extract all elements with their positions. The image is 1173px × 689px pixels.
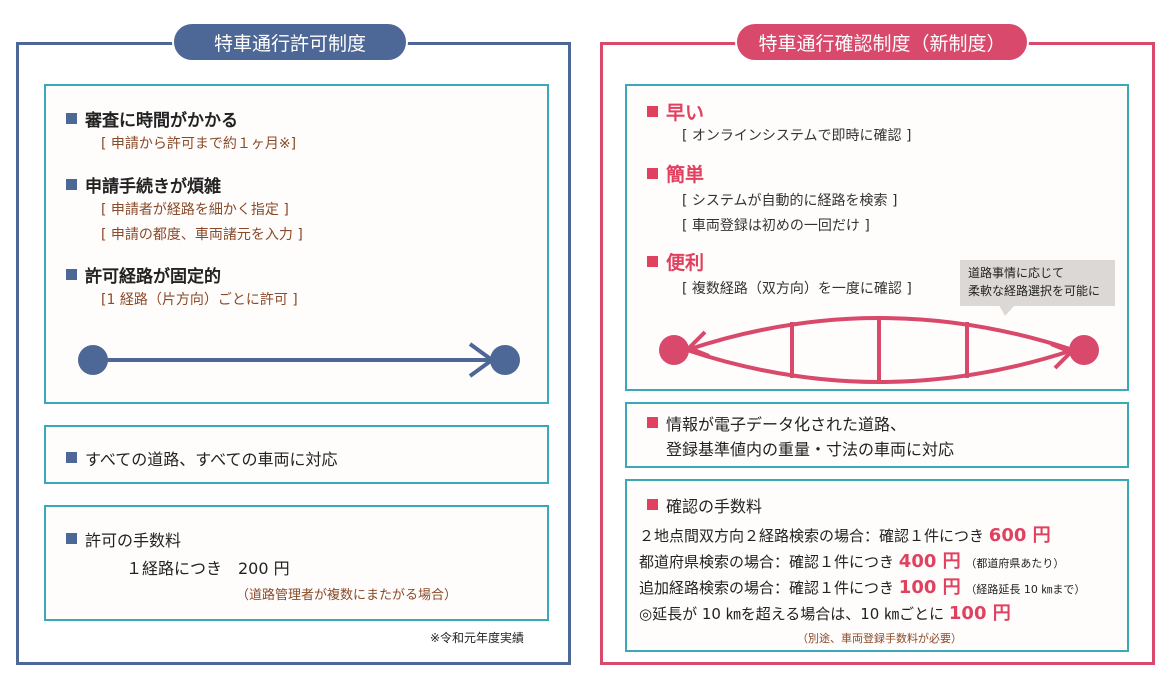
confirmation-benefits-box: 早い [ オンラインシステムで即時に確認 ] 簡単 [ システムが自動的に経路を… <box>625 84 1129 391</box>
benefit-heading-text: 簡単 <box>666 164 705 186</box>
benefit-note: [ システムが自動的に経路を検索 ] <box>682 193 898 209</box>
issue-note: [ 申請の都度、車両諸元を入力 ] <box>101 227 303 243</box>
confirmation-system-title: 特車通行確認制度（新制度） <box>735 22 1029 62</box>
confirmation-coverage-box: 情報が電子データ化された道路、登録基準値内の重量・寸法の車両に対応 <box>625 402 1129 468</box>
benefit-heading: 簡単 <box>647 160 704 187</box>
bullet-square-icon <box>66 113 77 124</box>
bullet-square-icon <box>66 269 77 280</box>
fee-price: 600 円 <box>988 525 1051 546</box>
callout-bubble: 道路事情に応じて 柔軟な経路選択を可能に <box>960 260 1115 306</box>
permit-coverage-box: すべての道路、すべての車両に対応 <box>44 425 549 484</box>
fee-title: 確認の手数料 <box>666 497 763 516</box>
fee-condition: 追加経路検索の場合：確認１件につき <box>639 579 895 597</box>
issue-heading: 許可経路が固定的 <box>66 262 221 287</box>
callout-line: 道路事情に応じて <box>968 266 1065 280</box>
issue-heading-text: 申請手続きが煩雑 <box>85 177 221 197</box>
fee-title: 許可の手数料 <box>85 531 182 550</box>
fee-price: 400 円 <box>898 551 961 572</box>
benefit-heading-text: 早い <box>666 102 705 124</box>
benefit-heading-text: 便利 <box>666 252 705 274</box>
bullet-square-icon <box>647 106 658 117</box>
benefit-note: [ 車両登録は初めの一回だけ ] <box>682 218 870 234</box>
fee-row: ２地点間双方向２経路検索の場合：確認１件につき 600 円 <box>639 521 1051 547</box>
bullet-square-icon <box>66 179 77 190</box>
fee-condition: 都道府県検索の場合：確認１件につき <box>639 553 895 571</box>
benefit-note: [ オンラインシステムで即時に確認 ] <box>682 128 912 144</box>
issue-note: [ 申請者が経路を細かく指定 ] <box>101 202 289 218</box>
fee-condition: ◎延長が 10 ㎞を超える場合は、10 ㎞ごとに <box>639 605 945 623</box>
fee-qualifier: （経路延長 10 ㎞まで） <box>965 583 1086 596</box>
callout-line: 柔軟な経路選択を可能に <box>968 284 1101 298</box>
bullet-square-icon <box>66 452 77 463</box>
fee-note: （道路管理者が複数にまたがる場合） <box>236 588 458 603</box>
bullet-square-icon <box>66 533 77 544</box>
fee-note: （別途、車両登録手数料が必要） <box>797 632 962 645</box>
issue-heading-text: 審査に時間がかかる <box>85 111 238 131</box>
coverage-text: 情報が電子データ化された道路、 <box>666 415 907 434</box>
bullet-square-icon <box>647 256 658 267</box>
bullet-square-icon <box>647 168 658 179</box>
bullet-square-icon <box>647 417 658 428</box>
confirmation-fee-box: 確認の手数料 ２地点間双方向２経路検索の場合：確認１件につき 600 円 都道府… <box>625 479 1129 652</box>
benefit-heading: 便利 <box>647 248 704 275</box>
footnote: ※令和元年度実績 <box>430 631 525 645</box>
permit-issues-box: 審査に時間がかかる [ 申請から許可まで約１ヶ月※] 申請手続きが煩雑 [ 申請… <box>44 84 549 404</box>
permit-fee-box: 許可の手数料 １経路につき 200 円 （道路管理者が複数にまたがる場合） <box>44 505 549 621</box>
issue-note: [1 経路（片方向）ごとに許可 ] <box>101 292 298 308</box>
fee-condition: ２地点間双方向２経路検索の場合：確認１件につき <box>639 527 985 545</box>
fee-row: 都道府県検索の場合：確認１件につき 400 円 （都道府県あたり） <box>639 547 1064 573</box>
benefit-note: [ 複数経路（双方向）を一度に確認 ] <box>682 281 912 297</box>
issue-heading: 審査に時間がかかる <box>66 106 238 131</box>
fixed-route-diagram <box>78 342 520 378</box>
issue-heading-text: 許可経路が固定的 <box>85 267 221 287</box>
permit-system-title: 特車通行許可制度 <box>172 22 408 62</box>
fee-row: 追加経路検索の場合：確認１件につき 100 円 （経路延長 10 ㎞まで） <box>639 573 1085 599</box>
issue-heading: 申請手続きが煩雑 <box>66 172 221 197</box>
fee-line: １経路につき 200 円 <box>126 559 290 578</box>
coverage-text: すべての道路、すべての車両に対応 <box>85 450 338 469</box>
bullet-square-icon <box>647 499 658 510</box>
fee-price: 100 円 <box>898 577 961 598</box>
issue-note: [ 申請から許可まで約１ヶ月※] <box>101 136 297 152</box>
fee-price: 100 円 <box>948 603 1011 624</box>
fee-qualifier: （都道府県あたり） <box>965 557 1065 570</box>
flexible-route-diagram <box>659 305 1099 384</box>
fee-row: ◎延長が 10 ㎞を超える場合は、10 ㎞ごとに 100 円 <box>639 599 1011 625</box>
coverage-text: 登録基準値内の重量・寸法の車両に対応 <box>666 440 955 459</box>
benefit-heading: 早い <box>647 98 704 125</box>
